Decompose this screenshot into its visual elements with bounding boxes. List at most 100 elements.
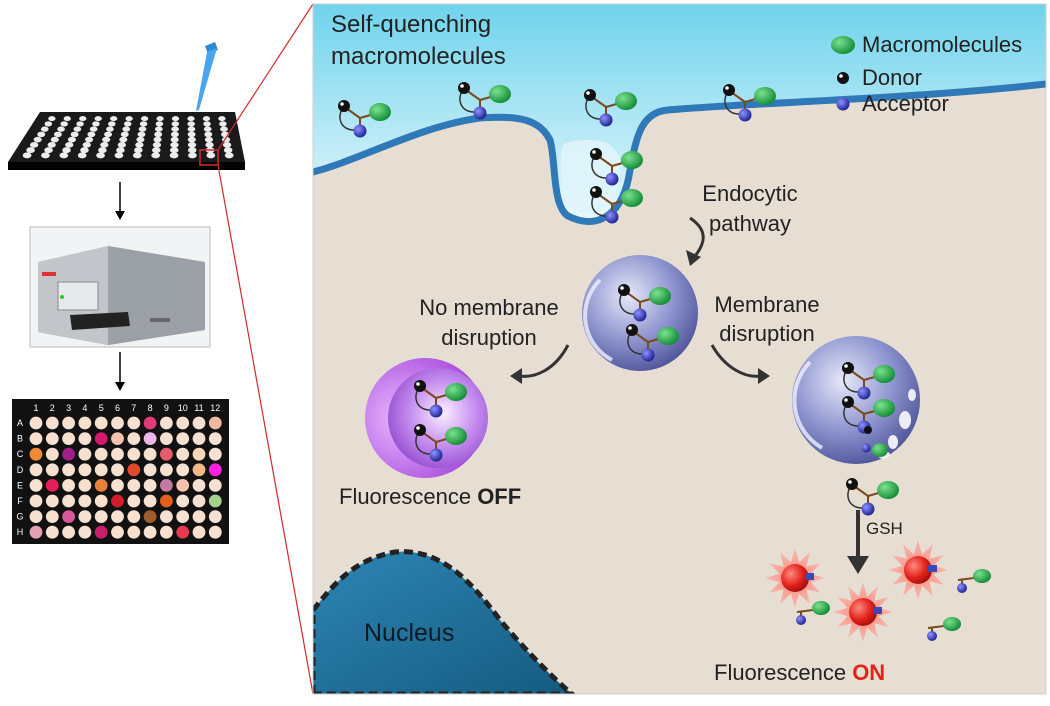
plate-well	[156, 116, 164, 122]
plate-well	[29, 141, 39, 148]
result-well	[45, 463, 59, 477]
result-well	[111, 432, 124, 445]
result-well	[176, 447, 190, 461]
result-well	[160, 416, 173, 430]
result-well	[94, 479, 108, 492]
legend-macromolecule-icon	[831, 36, 855, 54]
result-well	[29, 463, 43, 477]
result-well	[127, 432, 141, 445]
result-well	[192, 463, 206, 477]
pipette-icon	[196, 42, 218, 111]
fluorescence-off-label: Fluorescence OFF	[339, 484, 521, 510]
result-well	[192, 479, 206, 492]
result-well	[208, 463, 222, 477]
plate-reader-image	[29, 226, 211, 348]
result-well	[127, 447, 141, 461]
plate-well	[40, 126, 49, 132]
fluorescence-on-prefix: Fluorescence	[714, 660, 853, 685]
plate-well	[205, 141, 214, 148]
result-well	[94, 447, 108, 461]
result-well	[111, 416, 124, 430]
result-well	[29, 432, 43, 445]
plate-col-label: 2	[50, 403, 55, 413]
plate-well	[117, 141, 127, 148]
plate-well	[222, 141, 232, 148]
plate-well	[187, 136, 196, 143]
arrow-to-disruption	[710, 344, 761, 378]
plate-col-label: 12	[210, 403, 220, 413]
plate-well	[94, 116, 102, 122]
plate-well	[135, 141, 144, 148]
result-well	[208, 510, 222, 523]
plate-well	[57, 126, 65, 132]
endocytic-arrow	[689, 216, 705, 257]
plate-well	[22, 152, 32, 159]
result-well	[160, 525, 173, 539]
plate-well	[87, 131, 96, 138]
plate-row-label: F	[17, 496, 23, 506]
legend-donor-icon	[837, 72, 849, 84]
result-well	[143, 463, 157, 477]
plate-well	[62, 147, 71, 154]
acceptor-remnant	[805, 573, 814, 580]
result-well	[78, 463, 92, 477]
plate-well	[203, 121, 211, 127]
result-well	[62, 510, 75, 523]
plate-well	[63, 116, 71, 122]
acceptor-remnant	[873, 607, 882, 614]
plate-col-label: 9	[164, 403, 169, 413]
plate-well	[41, 152, 50, 159]
plate-well	[136, 136, 145, 143]
plate-well	[187, 147, 197, 154]
nucleus	[313, 549, 576, 694]
plate-well	[108, 121, 116, 127]
plate-well	[125, 116, 133, 122]
title-line2: macromolecules	[331, 43, 506, 70]
result-well	[45, 525, 59, 539]
plate-col-label: 8	[148, 403, 153, 413]
plate-well	[77, 152, 87, 159]
result-well	[160, 463, 173, 477]
result-well	[143, 416, 157, 430]
well-plate-top	[8, 112, 245, 170]
result-well	[160, 479, 173, 492]
result-well	[176, 416, 190, 430]
plate-well	[50, 136, 59, 143]
plate-col-label: 3	[66, 403, 71, 413]
result-well	[192, 432, 206, 445]
acceptor-remnant	[928, 565, 937, 572]
result-well	[94, 510, 108, 523]
activated-fluorophore	[849, 598, 877, 626]
nucleus-label: Nucleus	[364, 619, 455, 647]
plate-row-label: B	[17, 434, 23, 444]
plate-well	[171, 126, 179, 132]
pathway-label-line2: pathway	[709, 211, 791, 236]
plate-well	[76, 121, 84, 127]
no-disruption-label-line2: disruption	[441, 325, 537, 350]
result-well	[192, 510, 206, 523]
plate-row-label: E	[17, 480, 23, 490]
result-well	[143, 479, 157, 492]
result-well	[111, 479, 124, 492]
plate-well	[203, 126, 212, 132]
plate-well	[218, 116, 226, 122]
plate-well	[170, 131, 179, 138]
panel-border	[312, 3, 1047, 695]
result-well	[62, 463, 75, 477]
plate-well	[132, 152, 142, 159]
plate-well	[106, 126, 114, 132]
result-well	[62, 494, 75, 508]
plate-well	[170, 141, 179, 148]
arrow-down-1	[115, 182, 125, 220]
result-well	[78, 416, 92, 430]
gsh-arrow	[847, 510, 869, 574]
plate-well	[155, 121, 164, 127]
result-well	[143, 494, 157, 508]
plate-well	[102, 136, 111, 143]
plate-well	[60, 121, 68, 127]
result-well	[111, 463, 124, 477]
result-well	[192, 525, 206, 539]
plate-well	[116, 147, 125, 154]
result-well	[45, 510, 59, 523]
